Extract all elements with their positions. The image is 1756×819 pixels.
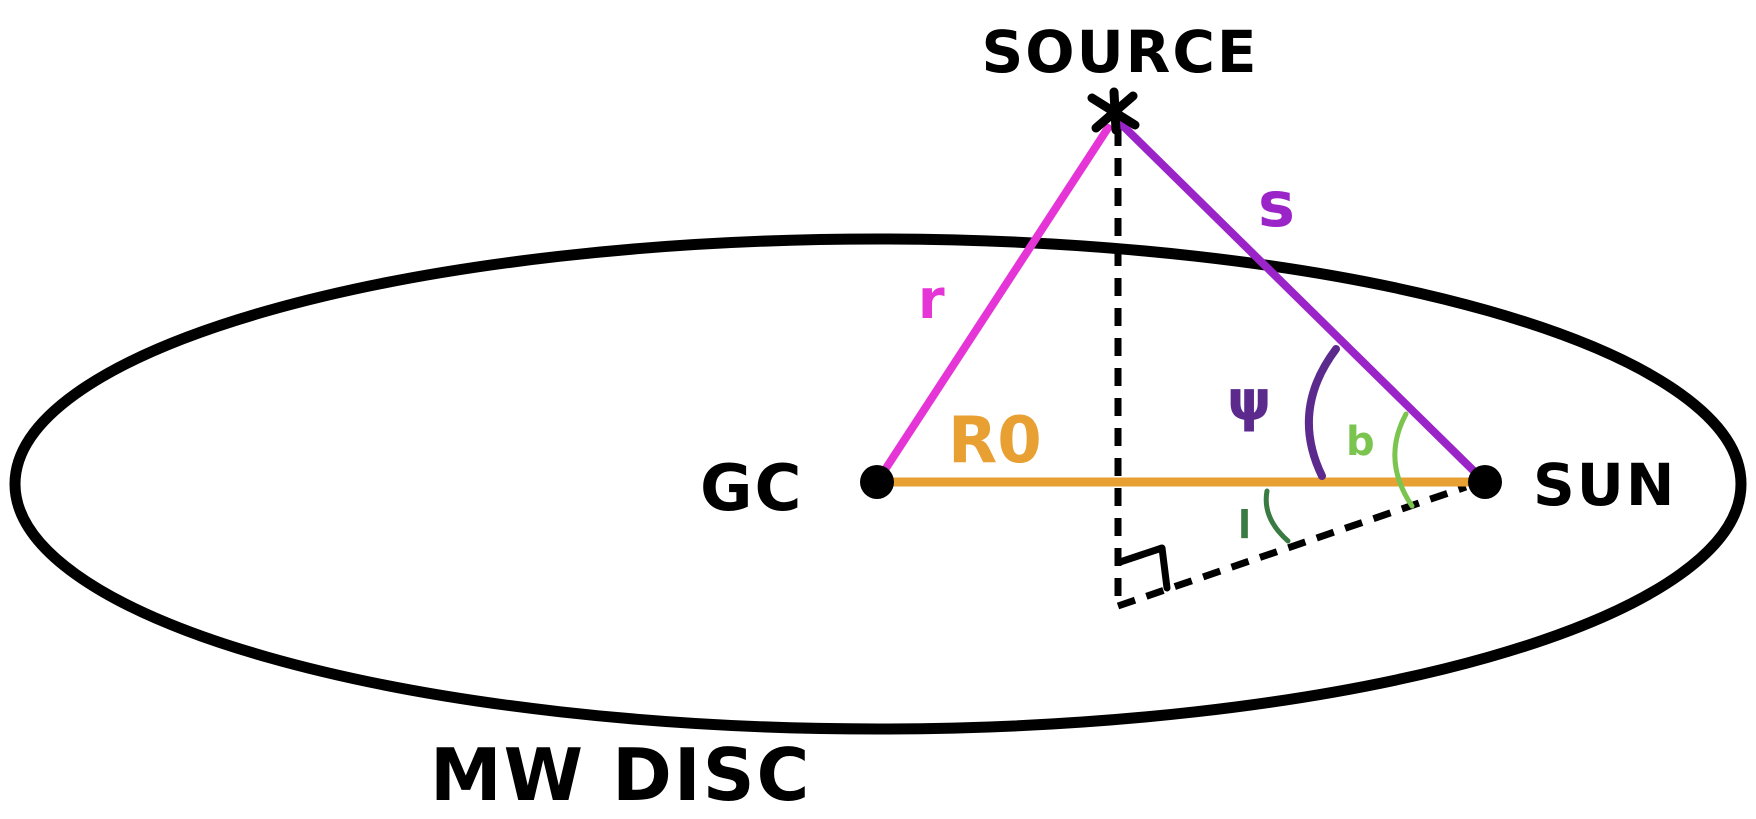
sun-label: SUN (1533, 451, 1676, 519)
sun-dot (1468, 465, 1502, 499)
psi-label: ψ (1227, 369, 1271, 434)
source-label: SOURCE (981, 18, 1258, 86)
l-angle-arc (1263, 488, 1291, 544)
r-label: r (918, 268, 945, 331)
disc-label: MW DISC (430, 733, 811, 817)
b-angle-arc (1392, 411, 1415, 509)
s-line (1111, 114, 1489, 486)
s-label: s (1258, 168, 1295, 241)
r0-label: R0 (948, 404, 1042, 478)
psi-angle-arc (1304, 345, 1340, 480)
gc-label: GC (700, 452, 804, 526)
projected-line-of-sight (1116, 483, 1468, 610)
b-label: b (1346, 419, 1375, 465)
l-label: l (1238, 503, 1251, 547)
r-line (873, 124, 1112, 486)
source-star-icon (1087, 87, 1140, 135)
mw-disc-ellipse (9, 233, 1747, 735)
gc-dot (860, 465, 894, 499)
right-angle-marker (1116, 544, 1171, 592)
